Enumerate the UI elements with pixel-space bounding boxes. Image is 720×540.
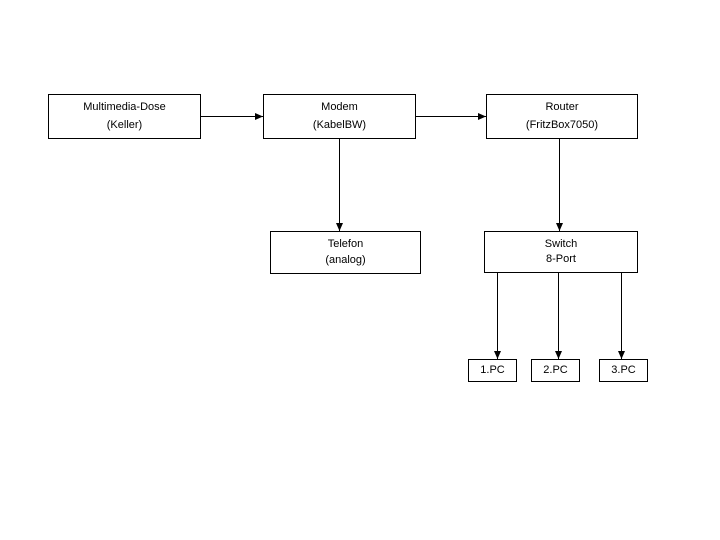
node-label: Multimedia-Dose — [83, 101, 166, 113]
node-pc1: 1.PC — [468, 359, 517, 382]
node-label: Switch — [544, 238, 578, 250]
node-label: 1.PC — [480, 364, 505, 376]
node-pc3: 3.PC — [599, 359, 648, 382]
node-switch: Switch 8-Port — [484, 231, 638, 273]
node-sublabel: (FritzBox7050) — [525, 119, 599, 131]
node-label: 2.PC — [543, 364, 568, 376]
node-multimedia-dose: Multimedia-Dose (Keller) — [48, 94, 201, 139]
node-telefon: Telefon (analog) — [270, 231, 421, 274]
node-label: Modem — [321, 101, 358, 113]
node-sublabel: (analog) — [325, 254, 366, 266]
node-label: 3.PC — [611, 364, 636, 376]
node-label: Router — [545, 101, 579, 113]
node-modem: Modem (KabelBW) — [263, 94, 416, 139]
node-pc2: 2.PC — [531, 359, 580, 382]
node-router: Router (FritzBox7050) — [486, 94, 638, 139]
node-sublabel: (KabelBW) — [312, 119, 367, 131]
node-sublabel: 8-Port — [546, 253, 576, 265]
node-sublabel: (Keller) — [106, 119, 143, 131]
node-label: Telefon — [327, 238, 364, 250]
